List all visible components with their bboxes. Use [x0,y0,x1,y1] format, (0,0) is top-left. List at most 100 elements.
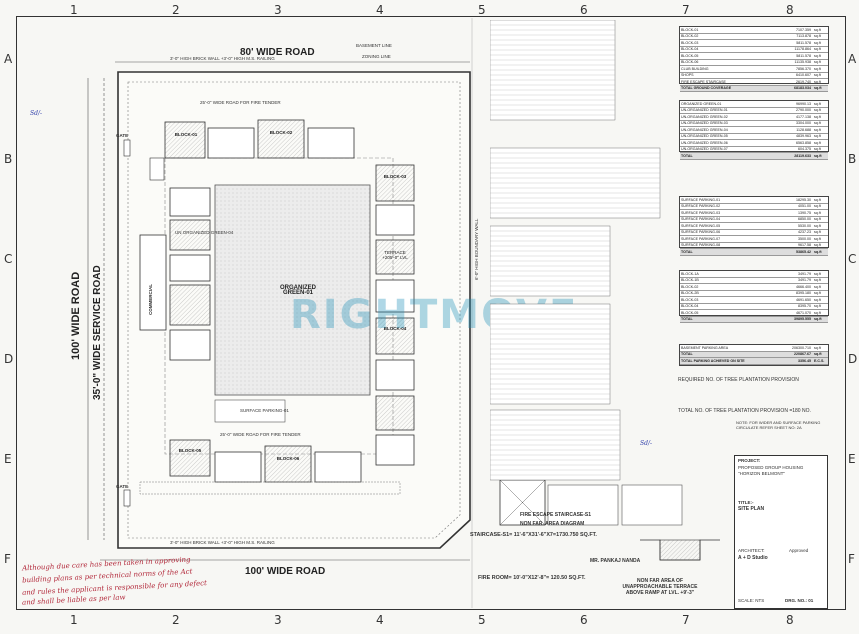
row-unit: sq.ft [814,297,821,302]
row-unit: sq.ft [814,134,821,139]
row-unit: sq.ft [814,127,821,132]
boundary-wall-bottom: 3'-0" HIGH BRICK WALL +3'-0" HIGH M.S. R… [170,540,275,545]
row-unit: sq.ft [814,73,821,78]
row-label: BLOCK-05 [681,310,699,315]
grid-row-d: D [4,352,14,366]
row-label: TOTAL [681,352,693,357]
block-06-label: BLOCK-06 [276,456,300,461]
grid-row-e: E [4,452,12,466]
row-label: SURFACE PARKING-03 [681,210,721,215]
title-label: TITLE:- [738,500,754,505]
sheet-title: SITE PLAN [738,506,765,512]
row-value: 4237.23 [798,230,811,235]
tree-plantation-required: REQUIRED NO. OF TREE PLANTATION PROVISIO… [678,377,799,383]
terrace-label: TERRACE +205'-0" LVL [382,250,408,260]
row-value: 3491.79 [798,271,811,276]
grid-col-2-bottom: 2 [172,613,180,627]
row-label: UN-ORGANIZED GREEN-05 [681,134,728,139]
row-value: 4666.400 [796,284,811,289]
non-far-terrace-label: NON FAR AREA OF UNAPPROACHABLE TERRACE A… [622,578,698,596]
row-unit: sq.ft [814,317,822,322]
grid-row-e-right: E [848,452,856,466]
surface-parking-label: SURFACE PARKING-01 [240,408,289,413]
row-unit: sq.ft [814,345,821,350]
grid-col-6-bottom: 6 [580,613,588,627]
row-value: 5811.578 [796,53,811,58]
row-label: BLOCK-03 [681,297,699,302]
row-label: SURFACE PARKING-08 [681,243,721,248]
row-label: BLOCK-2B [681,291,699,296]
row-value: 11178.864 [794,47,811,52]
grid-col-4-bottom: 4 [376,613,384,627]
row-label: BLOCK-04 [681,304,699,309]
row-label: TOTAL PARKING ACHIEVED ON SITE [681,358,745,363]
row-unit: sq.ft [814,204,821,209]
row-label: SURFACE PARKING-05 [681,223,721,228]
row-unit: sq.ft [814,47,821,52]
row-value: 4839.963 [796,134,811,139]
row-value: 3491.79 [798,278,811,283]
row-unit: sq.ft [814,223,821,228]
row-value: 3356.45 [798,358,811,363]
row-label: TOTAL GROUND COVERAGE [681,86,732,91]
row-value: 18295.30 [796,197,811,202]
grid-col-8-bottom: 8 [786,613,794,627]
drawing-border [16,16,846,610]
organized-green-label: ORGANIZED GREEN-01 [280,285,316,296]
row-value: 1128.688 [796,127,811,132]
staircase-calc: STAIRCASE-S1= 11'-6"X31'-6"X7=1730.750 S… [470,532,597,538]
row-value: 3500.00 [798,236,811,241]
row-label: BLOCK-05 [681,53,699,58]
road-left-outer: 100' WIDE ROAD [70,271,82,360]
row-value: 6850.00 [798,217,811,222]
row-label: UN-ORGANIZED GREEN-06 [681,140,728,145]
row-value: 220867.67 [794,352,811,357]
row-value: 8395.70 [798,304,811,309]
row-value: 2619.740 [796,79,811,84]
row-value: 39895.555 [794,317,811,322]
architect-name: A + D Studio [738,555,768,561]
row-value: 4691.650 [796,297,811,302]
grid-col-7: 7 [682,3,690,17]
row-label: TOTAL [681,317,693,322]
basement-line-label: BASEMENT LINE [356,43,392,48]
tree-plantation-total: TOTAL NO. OF TREE PLANTATION PROVISION =… [678,408,811,414]
row-label: BLOCK-1B [681,278,699,283]
row-value: 6563.858 [796,140,811,145]
row-label: FIRE ESCAPE STAIRCASE [681,79,726,84]
row-value: 53865.42 [796,249,811,254]
approved-label: Approved [789,548,809,553]
row-value: 7107.359 [796,27,811,32]
row-label: BASEMENT PARKING AREA [681,345,729,350]
signature-name: MR. PANKAJ NANDA [590,558,641,564]
grid-row-b: B [4,152,13,166]
block-01-label: BLOCK-01 [174,132,198,137]
row-value: 28119.633 [794,153,811,158]
block-02-label: BLOCK-02 [269,130,293,135]
grid-row-c: C [4,252,13,266]
row-label: SURFACE PARKING-01 [681,197,721,202]
row-value: 206300.710 [792,345,811,350]
grid-row-a-right: A [848,52,857,66]
grid-col-1-bottom: 1 [70,613,78,627]
row-unit: sq.ft [814,243,821,248]
block-05-label: BLOCK-05 [178,448,202,453]
block-04-label: BLOCK-04 [383,326,407,331]
row-unit: sq.ft [814,278,821,283]
